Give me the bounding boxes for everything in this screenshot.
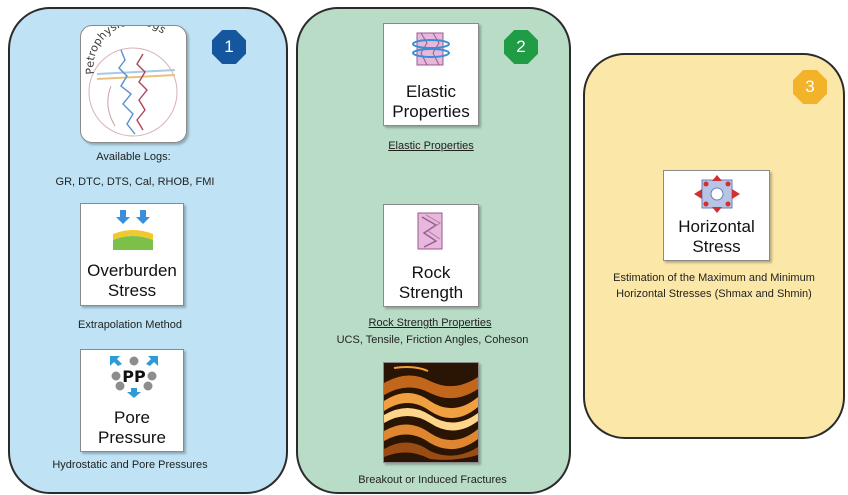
elastic-properties-card: Elastic Properties — [383, 23, 479, 126]
svg-text:Petrophysical Logs: Petrophysical Logs — [83, 26, 168, 75]
horizontal-stress-title: Horizontal — [678, 217, 755, 236]
pore-pressure-icon-label: PP — [122, 367, 146, 386]
overburden-stress-card: Overburden Stress — [80, 203, 184, 306]
horizontal-stress-title-line-2: Stress — [692, 237, 741, 256]
rock-strength-properties-link: Rock Strength Properties — [368, 317, 492, 329]
overburden-layers-icon — [113, 210, 153, 250]
petrophysical-log-title: Petrophysical Logs — [83, 26, 168, 75]
rock-strength-caption: UCS, Tensile, Friction Angles, Coheson — [336, 334, 529, 346]
elastic-title-line-2: Properties — [392, 102, 470, 121]
elastic-title: Elastic — [405, 82, 457, 101]
pore-pressure-card: PP Pore Pressure — [80, 349, 184, 452]
rock-strength-card: Rock Strength — [383, 204, 479, 307]
breakout-image-icon — [384, 363, 478, 462]
overburden-title-line-2: Stress — [107, 281, 157, 300]
log-list-caption: GR, DTC, DTS, Cal, RHOB, FMI — [55, 176, 215, 188]
step-3-badge: 3 — [793, 70, 827, 104]
horizontal-stress-icon — [694, 175, 740, 213]
rock-strength-title: Rock — [411, 263, 451, 282]
horizontal-stress-card: Horizontal Stress — [663, 170, 770, 261]
pore-pressure-title: Pore — [114, 408, 150, 427]
rock-strength-title-line-2: Strength — [398, 283, 464, 302]
available-logs-caption: Available Logs: — [96, 151, 171, 163]
horizontal-stress-caption-line-1: Estimation of the Maximum and Minimum — [613, 272, 815, 284]
horizontal-stress-caption-line-2: Horizontal Stresses (Shmax and Shmin) — [616, 288, 812, 300]
step-2-badge: 2 — [504, 30, 538, 64]
elastic-rock-icon — [412, 32, 450, 66]
breakout-card — [383, 362, 479, 463]
petrophysical-log-icon: Petrophysical Logs — [83, 26, 178, 137]
pore-pressure-caption: Hydrostatic and Pore Pressures — [52, 459, 208, 471]
breakout-caption: Breakout or Induced Fractures — [358, 474, 507, 486]
overburden-title: Overburden — [87, 261, 177, 280]
pore-pressure-title-line-2: Pressure — [97, 428, 167, 447]
elastic-properties-link: Elastic Properties — [388, 140, 474, 152]
extrapolation-caption: Extrapolation Method — [78, 319, 182, 331]
petrophysical-log-card: Petrophysical Logs — [80, 25, 187, 143]
pore-pressure-icon: PP — [108, 354, 160, 398]
rock-fracture-icon — [417, 212, 443, 250]
step-1-badge: 1 — [212, 30, 246, 64]
